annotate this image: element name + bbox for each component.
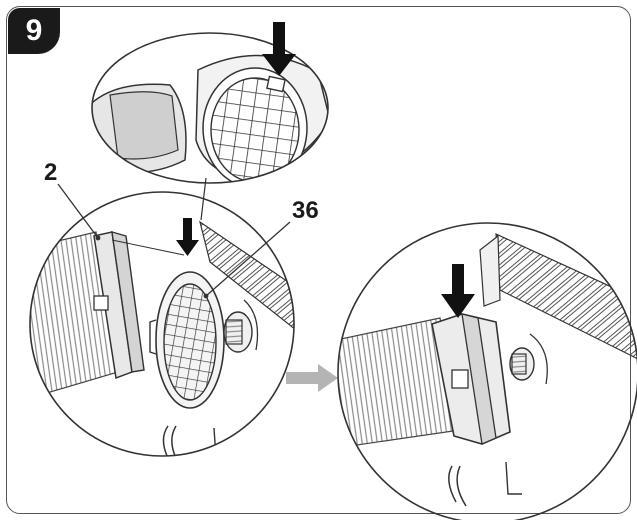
detail-view-top-border: [91, 32, 329, 184]
detail-view-top: [91, 22, 329, 184]
arrow-down-icon: [176, 218, 199, 256]
arrow-down-icon: [262, 22, 296, 76]
part-label-hose: 2: [44, 159, 57, 186]
detail-view-left-border: [29, 191, 295, 457]
detail-view-right: [337, 222, 637, 520]
step-number-badge: 9: [8, 8, 60, 54]
arrow-down-icon: [441, 264, 475, 318]
arrow-right-icon: [286, 364, 338, 392]
detail-view-right-border: [337, 222, 637, 520]
detail-view-left: [29, 177, 295, 457]
part-label-filter: 36: [292, 197, 319, 224]
